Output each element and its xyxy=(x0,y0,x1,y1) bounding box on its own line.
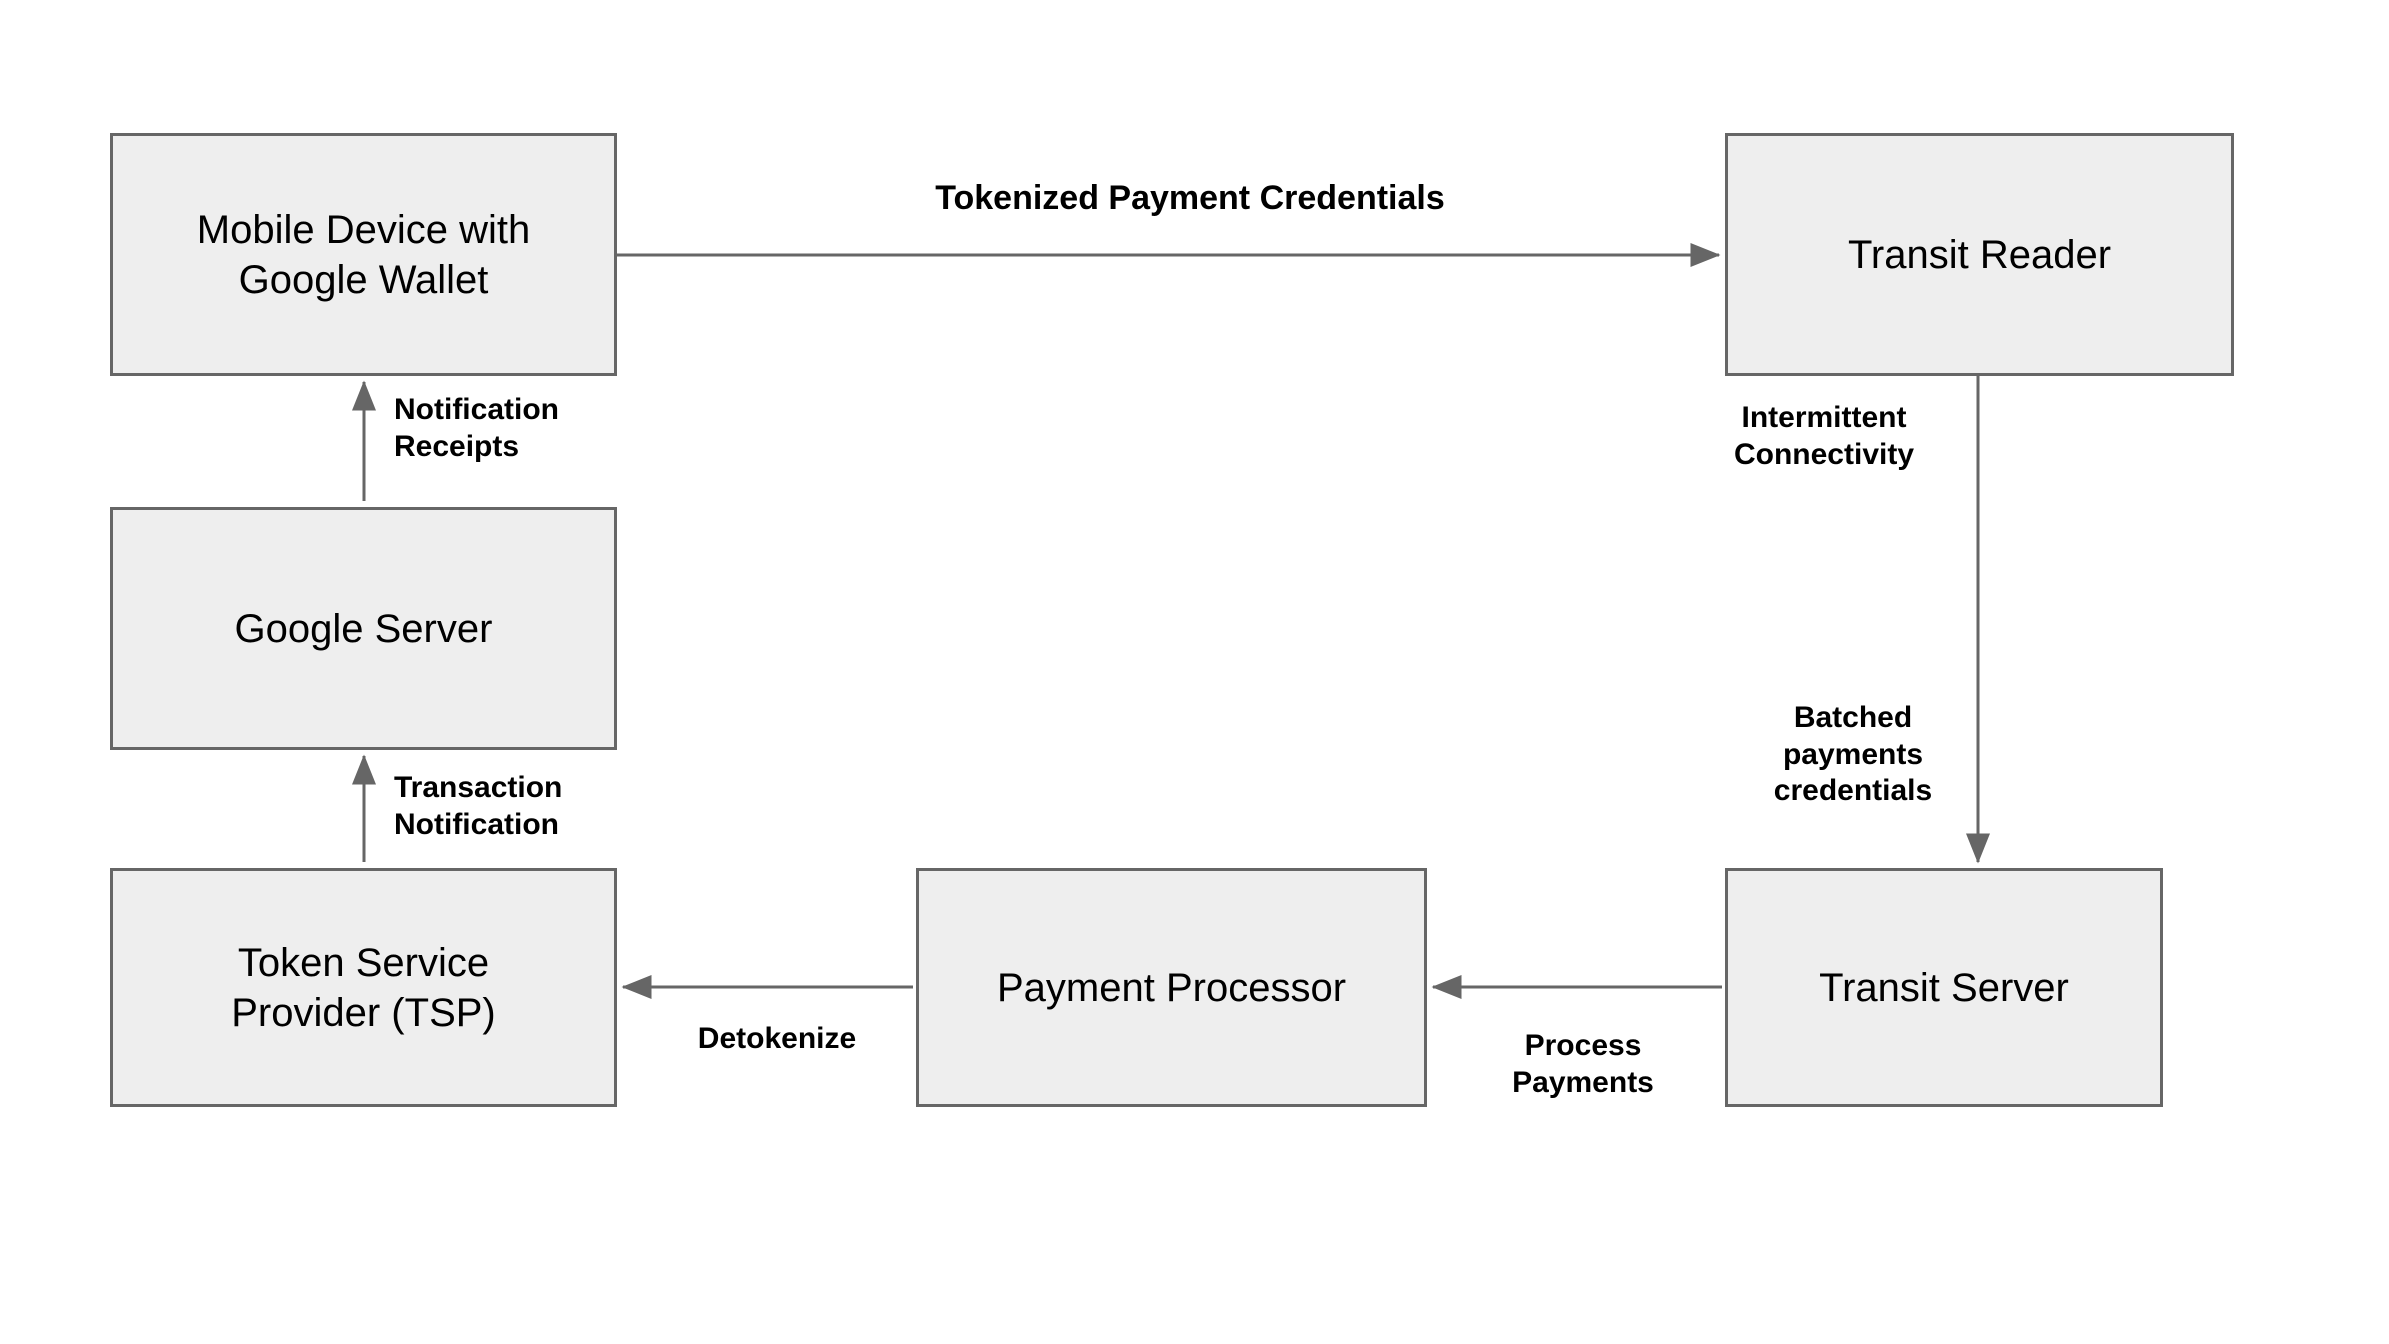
edge-label-notification-receipts: Notification Receipts xyxy=(394,393,559,463)
edge-label-detokenize: Detokenize xyxy=(697,1022,857,1055)
node-label-token-service-provider: Token Service Provider (TSP) xyxy=(231,940,496,1035)
node-mobile-device[interactable]: Mobile Device with Google Wallet xyxy=(110,133,617,376)
edge-label-transaction-notification: Transaction Notification xyxy=(394,771,563,841)
node-payment-processor[interactable]: Payment Processor xyxy=(916,868,1427,1107)
node-token-service-provider[interactable]: Token Service Provider (TSP) xyxy=(110,868,617,1107)
edge-label-tokenized-payment-credentials: Tokenized Payment Credentials xyxy=(935,179,1445,217)
node-label-mobile-device: Mobile Device with Google Wallet xyxy=(196,207,531,302)
node-transit-server[interactable]: Transit Server xyxy=(1725,868,2163,1107)
node-label-payment-processor: Payment Processor xyxy=(996,965,1347,1010)
node-label-transit-reader: Transit Reader xyxy=(1847,232,2112,277)
node-transit-reader[interactable]: Transit Reader xyxy=(1725,133,2234,376)
node-label-transit-server: Transit Server xyxy=(1819,965,2069,1010)
node-google-server[interactable]: Google Server xyxy=(110,507,617,750)
node-label-google-server: Google Server xyxy=(234,606,493,651)
edge-label-batched-payments-credentials: Batched payments credentials xyxy=(1773,701,1933,808)
edge-label-intermittent-connectivity: Intermittent Connectivity xyxy=(1733,401,1915,471)
edge-label-process-payments: Process Payments xyxy=(1512,1029,1654,1099)
